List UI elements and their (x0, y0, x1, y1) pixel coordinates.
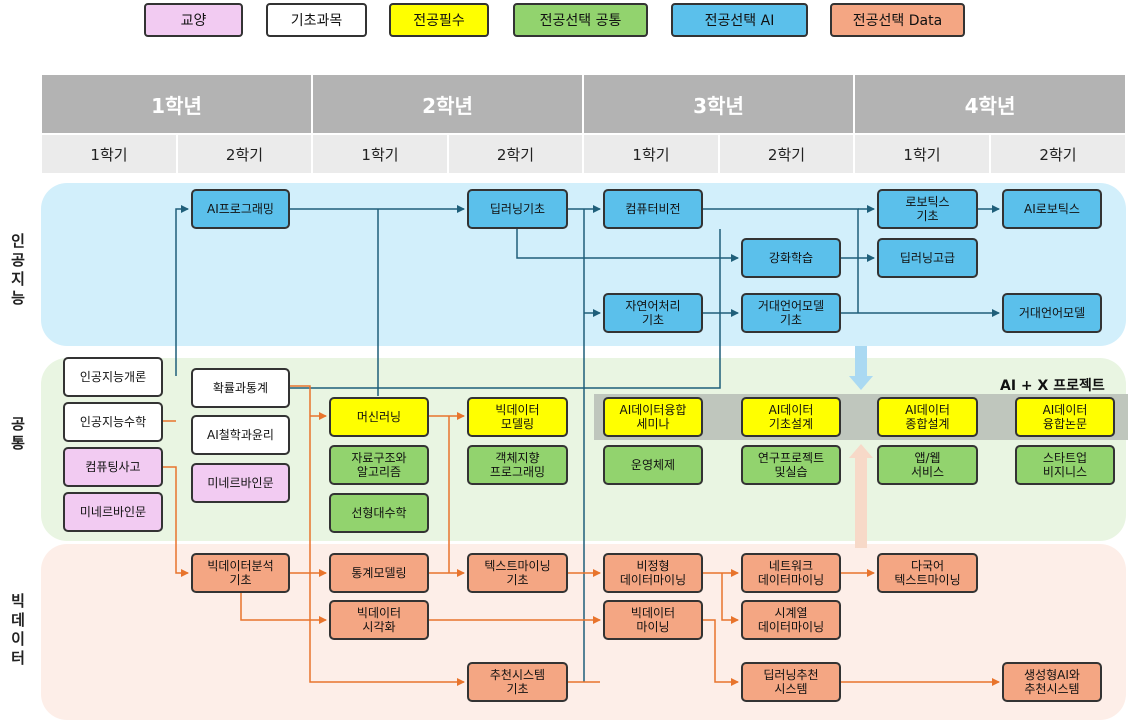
course-computer-vision[interactable]: 컴퓨터비전 (603, 189, 703, 229)
course-reinforcement-learning[interactable]: 강화학습 (741, 238, 841, 278)
semester-header: 2학기 (449, 135, 584, 173)
course-minerva-humanities-2[interactable]: 미네르바인문 (191, 463, 290, 503)
year-header-1: 1학년 (42, 75, 313, 133)
course-ai-data-thesis[interactable]: AI데이터 융합논문 (1015, 397, 1115, 437)
course-object-oriented-programming[interactable]: 객체지향 프로그래밍 (467, 445, 568, 485)
course-deep-learning-basics[interactable]: 딥러닝기초 (467, 189, 568, 229)
course-data-structures-algorithms[interactable]: 자료구조와 알고리즘 (329, 445, 429, 485)
course-generative-ai-recommender[interactable]: 생성형AI와 추천시스템 (1002, 662, 1102, 702)
down-arrow-shaft (855, 346, 867, 376)
course-deep-learning-recommender[interactable]: 딥러닝추천 시스템 (741, 662, 841, 702)
course-text-mining-basics[interactable]: 텍스트마이닝 기초 (467, 553, 568, 593)
legend-major-elective-ai: 전공선택 AI (671, 3, 808, 37)
course-statistical-modeling[interactable]: 통계모델링 (329, 553, 429, 593)
course-operating-systems[interactable]: 운영체제 (603, 445, 703, 485)
course-nlp-basics[interactable]: 자연어처리 기초 (603, 293, 703, 333)
course-bigdata-modeling[interactable]: 빅데이터 모델링 (467, 397, 568, 437)
semester-header: 1학기 (584, 135, 720, 173)
row-label-common: 공 통 (11, 415, 25, 452)
semester-header: 2학기 (991, 135, 1125, 173)
course-probability-statistics[interactable]: 확률과통계 (191, 368, 290, 408)
course-unstructured-data-mining[interactable]: 비정형 데이터마이닝 (603, 553, 703, 593)
course-ai-ethics[interactable]: AI철학과윤리 (191, 415, 290, 455)
legend-major-elective-common: 전공선택 공통 (513, 3, 648, 37)
year-header-3: 3학년 (584, 75, 855, 133)
course-bigdata-analysis-basics[interactable]: 빅데이터분석 기초 (191, 553, 290, 593)
course-ai-data-seminar[interactable]: AI데이터융합 세미나 (603, 397, 703, 437)
course-ai-data-capstone[interactable]: AI데이터 종합설계 (877, 397, 978, 437)
course-intro-ai[interactable]: 인공지능개론 (63, 357, 163, 397)
course-research-project[interactable]: 연구프로젝트 및실습 (741, 445, 841, 485)
year-header-2: 2학년 (313, 75, 584, 133)
course-recommender-basics[interactable]: 추천시스템 기초 (467, 662, 568, 702)
course-minerva-humanities-1[interactable]: 미네르바인문 (63, 492, 163, 532)
year-header-4: 4학년 (855, 75, 1125, 133)
course-bigdata-mining[interactable]: 빅데이터 마이닝 (603, 600, 703, 640)
ai-x-project-label: AI + X 프로젝트 (1000, 378, 1105, 394)
course-timeseries-data-mining[interactable]: 시계열 데이터마이닝 (741, 600, 841, 640)
course-ai-programming[interactable]: AI프로그래밍 (191, 189, 290, 229)
course-deep-learning-advanced[interactable]: 딥러닝고급 (877, 238, 978, 278)
course-machine-learning[interactable]: 머신러닝 (329, 397, 429, 437)
course-ai-math[interactable]: 인공지능수학 (63, 402, 163, 442)
row-label-ai: 인 공 지 능 (11, 232, 25, 307)
legend-major-elective-data: 전공선택 Data (830, 3, 965, 37)
up-arrow-shaft (855, 458, 867, 548)
semester-header: 1학기 (42, 135, 178, 173)
course-llm-basics[interactable]: 거대언어모델 기초 (741, 293, 841, 333)
up-arrow-head (849, 444, 873, 458)
course-network-data-mining[interactable]: 네트워크 데이터마이닝 (741, 553, 841, 593)
legend-basic-courses: 기초과목 (266, 3, 367, 37)
semester-header: 1학기 (313, 135, 449, 173)
legend-general-education: 교양 (144, 3, 243, 37)
legend-major-required: 전공필수 (389, 3, 489, 37)
semester-header: 2학기 (178, 135, 313, 173)
course-ai-data-basic-design[interactable]: AI데이터 기초설계 (741, 397, 841, 437)
row-label-bigdata: 빅 데 이 터 (11, 592, 25, 667)
course-startup-business[interactable]: 스타트업 비지니스 (1015, 445, 1115, 485)
course-bigdata-visualization[interactable]: 빅데이터 시각화 (329, 600, 429, 640)
course-ai-robotics[interactable]: AI로보틱스 (1002, 189, 1102, 229)
course-robotics-basics[interactable]: 로보틱스 기초 (877, 189, 978, 229)
course-app-web-service[interactable]: 앱/웹 서비스 (877, 445, 978, 485)
semester-header: 1학기 (855, 135, 991, 173)
semester-header: 2학기 (720, 135, 855, 173)
course-linear-algebra[interactable]: 선형대수학 (329, 493, 429, 533)
course-computational-thinking[interactable]: 컴퓨팅사고 (63, 447, 163, 487)
course-llm[interactable]: 거대언어모델 (1002, 293, 1102, 333)
course-multilingual-text-mining[interactable]: 다국어 텍스트마이닝 (877, 553, 978, 593)
down-arrow-head (849, 376, 873, 390)
